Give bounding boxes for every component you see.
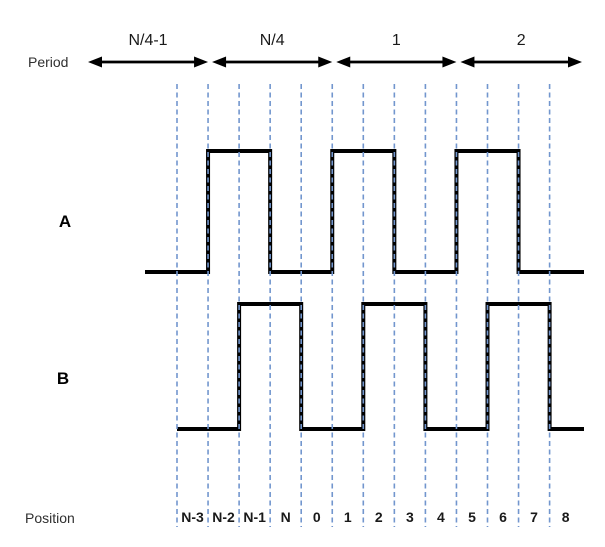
arrow-right-head-icon <box>568 56 582 68</box>
position-labels-layer: N-3 N-2 N-1 N 0 1 2 3 4 5 6 7 8 <box>181 509 569 525</box>
position-value-label: N-2 <box>212 509 235 525</box>
period-arrows-layer: N/4-1 N/4 1 2 <box>88 32 582 68</box>
signal-a-label: A <box>59 212 71 231</box>
period-segment-label: 1 <box>392 32 401 49</box>
signal-b-waveform <box>177 302 584 431</box>
position-value-label: 5 <box>468 509 476 525</box>
grid-lines-layer <box>176 84 551 527</box>
position-value-label: 3 <box>406 509 414 525</box>
arrow-right-head-icon <box>442 56 457 68</box>
arrow-left-head-icon <box>460 56 475 68</box>
position-value-label: N <box>281 509 291 525</box>
position-value-label: 6 <box>499 509 507 525</box>
position-value-label: 1 <box>344 509 352 525</box>
arrow-right-head-icon <box>194 56 209 68</box>
arrow-left-head-icon <box>212 56 227 68</box>
position-value-label: 0 <box>313 509 321 525</box>
waveforms-layer <box>145 149 584 431</box>
position-value-label: N-1 <box>243 509 266 525</box>
position-value-label: 4 <box>437 509 445 525</box>
position-value-label: 7 <box>530 509 538 525</box>
position-value-label: 2 <box>375 509 383 525</box>
signal-b-label: B <box>57 369 69 388</box>
period-segment-label: 2 <box>517 32 526 49</box>
arrow-right-head-icon <box>318 56 333 68</box>
position-axis-label: Position <box>25 510 75 526</box>
period-segment-label: N/4 <box>260 32 285 49</box>
period-segment-label: N/4-1 <box>128 32 167 49</box>
signal-a-waveform <box>145 149 584 274</box>
arrow-left-head-icon <box>88 56 102 68</box>
position-value-label: N-3 <box>181 509 204 525</box>
position-value-label: 8 <box>562 509 570 525</box>
period-axis-label: Period <box>28 54 68 70</box>
arrow-left-head-icon <box>336 56 351 68</box>
